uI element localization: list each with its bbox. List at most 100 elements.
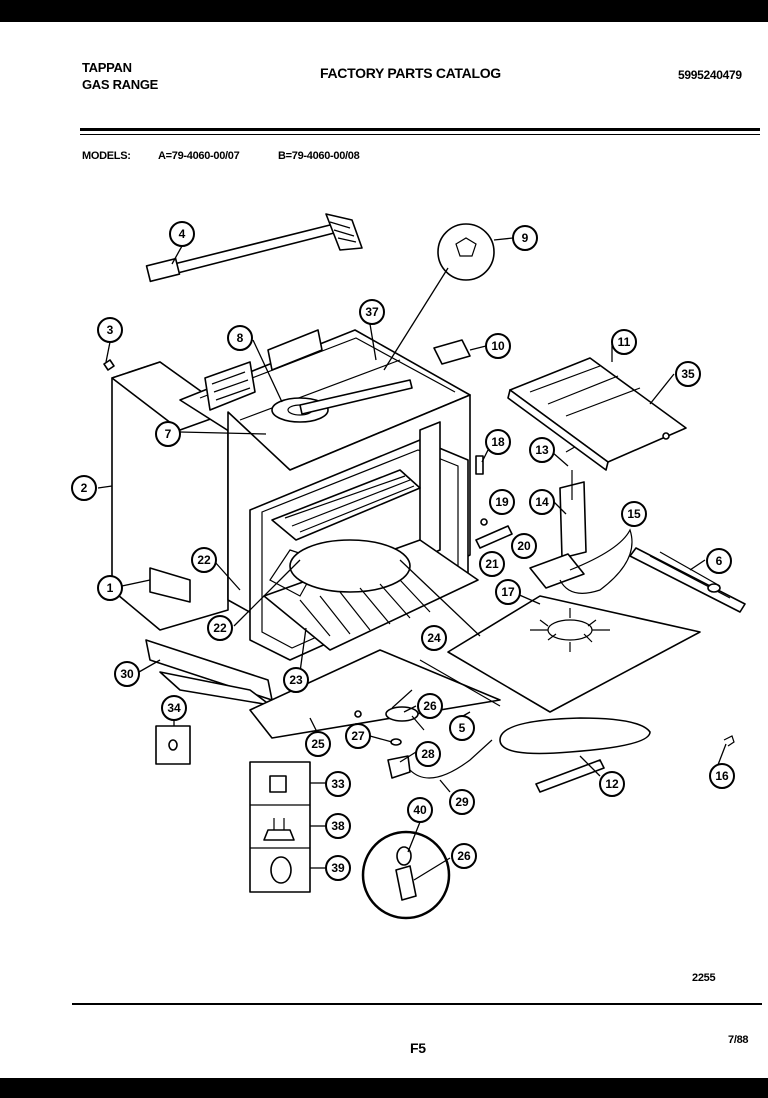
date-code: 7/88 bbox=[728, 1034, 749, 1046]
svg-text:11: 11 bbox=[618, 335, 631, 349]
svg-text:24: 24 bbox=[427, 631, 441, 645]
svg-text:19: 19 bbox=[495, 495, 509, 509]
svg-text:22: 22 bbox=[213, 621, 227, 635]
product-label: GAS RANGE bbox=[82, 77, 159, 92]
callout: 16 bbox=[709, 763, 735, 789]
callout: 38 bbox=[325, 813, 351, 839]
callout: 18 bbox=[485, 429, 511, 455]
callout: 34 bbox=[161, 695, 187, 721]
inset-panel-parts bbox=[249, 761, 311, 893]
callout: 20 bbox=[511, 533, 537, 559]
callout: 6 bbox=[706, 548, 732, 574]
callout: 15 bbox=[621, 501, 647, 527]
detail-magnifier bbox=[361, 830, 451, 920]
svg-text:2: 2 bbox=[81, 481, 88, 495]
callout: 8 bbox=[227, 325, 253, 351]
svg-text:30: 30 bbox=[120, 667, 134, 681]
callout: 9 bbox=[512, 225, 538, 251]
top-scan-border bbox=[0, 0, 768, 22]
callout: 17 bbox=[495, 579, 521, 605]
part-bottom-pan bbox=[249, 649, 501, 739]
callout: 28 bbox=[415, 741, 441, 767]
svg-text:34: 34 bbox=[167, 701, 181, 715]
callout: 26 bbox=[451, 843, 477, 869]
callout: 1 bbox=[97, 575, 123, 601]
svg-text:23: 23 bbox=[289, 673, 303, 687]
leader-lines bbox=[97, 237, 727, 881]
svg-text:40: 40 bbox=[413, 803, 427, 817]
brand-label: TAPPAN bbox=[82, 60, 132, 75]
callout: 24 bbox=[421, 625, 447, 651]
callout: 2 bbox=[71, 475, 97, 501]
callout: 3 bbox=[97, 317, 123, 343]
callout: 19 bbox=[489, 489, 515, 515]
part-bracket-20 bbox=[475, 525, 513, 549]
part-burner-tube bbox=[145, 213, 363, 283]
callout: 26 bbox=[417, 693, 443, 719]
catalog-title: FACTORY PARTS CATALOG bbox=[320, 65, 501, 81]
part-bracket-10 bbox=[433, 339, 471, 365]
part-clip-16 bbox=[723, 735, 735, 747]
svg-text:1: 1 bbox=[107, 581, 114, 595]
svg-text:39: 39 bbox=[331, 861, 345, 875]
svg-text:15: 15 bbox=[627, 507, 641, 521]
header-rule-thin bbox=[80, 134, 760, 135]
inset-box-34 bbox=[155, 725, 191, 765]
drawing-number: 2255 bbox=[692, 972, 716, 984]
callout: 30 bbox=[114, 661, 140, 687]
callout: 23 bbox=[283, 667, 309, 693]
svg-text:9: 9 bbox=[522, 231, 529, 245]
model-b: B=79-4060-00/08 bbox=[278, 150, 360, 162]
svg-text:33: 33 bbox=[331, 777, 345, 791]
svg-text:6: 6 bbox=[716, 554, 723, 568]
callout: 22 bbox=[191, 547, 217, 573]
part-screw-16 bbox=[662, 432, 670, 440]
callout: 35 bbox=[675, 361, 701, 387]
part-clip-18 bbox=[475, 455, 484, 475]
svg-text:38: 38 bbox=[331, 819, 345, 833]
part-screw bbox=[103, 359, 115, 371]
svg-text:10: 10 bbox=[491, 339, 505, 353]
callout: 25 bbox=[305, 731, 331, 757]
svg-text:5: 5 bbox=[459, 721, 466, 735]
part-control-panel bbox=[507, 357, 687, 471]
bottom-scan-border bbox=[0, 1078, 768, 1098]
callout: 40 bbox=[407, 797, 433, 823]
svg-text:17: 17 bbox=[501, 585, 515, 599]
svg-text:29: 29 bbox=[455, 795, 469, 809]
svg-text:4: 4 bbox=[179, 227, 186, 241]
header-rule-thick bbox=[80, 128, 760, 131]
svg-text:37: 37 bbox=[365, 305, 379, 319]
svg-text:14: 14 bbox=[535, 495, 549, 509]
part-igniter-bracket bbox=[529, 443, 587, 589]
part-valve-assembly bbox=[354, 659, 501, 779]
callout: 22 bbox=[207, 615, 233, 641]
callout: 4 bbox=[169, 221, 195, 247]
callout: 10 bbox=[485, 333, 511, 359]
callout: 29 bbox=[449, 789, 475, 815]
svg-text:28: 28 bbox=[421, 747, 435, 761]
detail-valve-9 bbox=[383, 223, 495, 371]
callout: 27 bbox=[345, 723, 371, 749]
svg-text:25: 25 bbox=[311, 737, 325, 751]
svg-text:22: 22 bbox=[197, 553, 211, 567]
svg-text:18: 18 bbox=[491, 435, 505, 449]
part-oven-bottom bbox=[263, 539, 479, 651]
callouts: 1 2 3 4 5 6 7 8 9 10 11 12 13 14 15 16 1… bbox=[71, 221, 735, 881]
svg-text:13: 13 bbox=[535, 443, 549, 457]
footer-rule bbox=[72, 1003, 762, 1005]
callout: 7 bbox=[155, 421, 181, 447]
callout: 37 bbox=[359, 299, 385, 325]
part-oven-rack bbox=[271, 469, 421, 541]
svg-text:8: 8 bbox=[237, 331, 244, 345]
callout: 39 bbox=[325, 855, 351, 881]
callout: 21 bbox=[479, 551, 505, 577]
part-bottom-front-trim bbox=[145, 639, 273, 706]
callout: 13 bbox=[529, 437, 555, 463]
svg-text:16: 16 bbox=[715, 769, 729, 783]
svg-text:21: 21 bbox=[485, 557, 499, 571]
part-broil-burner bbox=[629, 547, 746, 613]
page-code: F5 bbox=[410, 1040, 426, 1056]
svg-text:26: 26 bbox=[423, 699, 437, 713]
